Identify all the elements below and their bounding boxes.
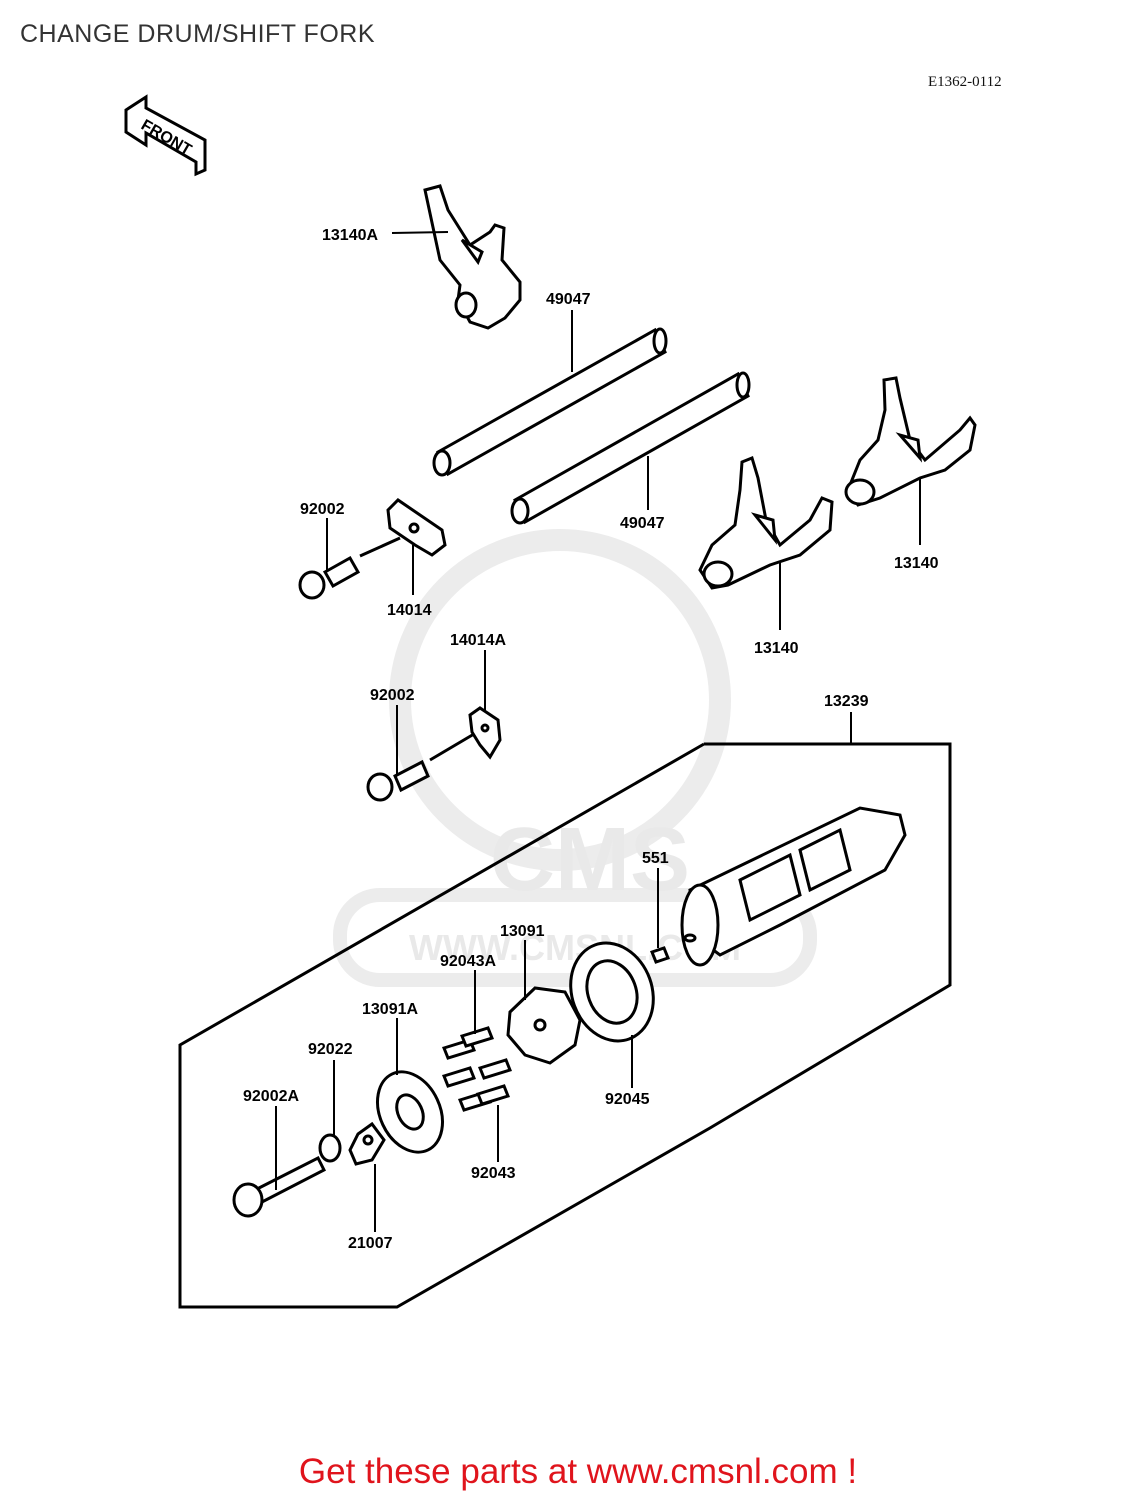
label-13140-left: 13140	[754, 640, 799, 657]
label-13140A: 13140A	[322, 227, 378, 244]
label-13140-right: 13140	[894, 555, 939, 572]
label-49047-bottom: 49047	[620, 515, 665, 532]
change-drum-13239	[680, 806, 907, 967]
leader-lines	[275, 231, 921, 1232]
shift-fork-13140-left	[698, 455, 834, 590]
diagram-id: E1362-0112	[928, 74, 1002, 90]
bolt-92002-lower	[366, 732, 475, 802]
shaft-49047-top	[432, 327, 668, 477]
label-92043A: 92043A	[440, 953, 496, 970]
collar-92022	[318, 1133, 342, 1163]
plate-14014A	[468, 706, 502, 760]
label-13091: 13091	[500, 923, 545, 940]
label-13239: 13239	[824, 693, 869, 710]
label-49047-top: 49047	[546, 291, 591, 308]
label-92043: 92043	[471, 1165, 516, 1182]
label-21007: 21007	[348, 1235, 393, 1252]
shift-fork-13140-right	[844, 376, 977, 507]
lever-21007	[348, 1121, 386, 1166]
label-13091A: 13091A	[362, 1001, 418, 1018]
page-title: CHANGE DRUM/SHIFT FORK	[20, 20, 375, 48]
plate-13091A	[376, 1070, 444, 1154]
bolt-92002A	[232, 1155, 327, 1218]
plate-14014	[386, 498, 447, 557]
label-551: 551	[642, 850, 669, 867]
label-92045: 92045	[605, 1091, 650, 1108]
promo-link[interactable]: Get these parts at www.cmsnl.com !	[298, 1452, 858, 1491]
pins-92043	[442, 1026, 512, 1112]
label-14014: 14014	[387, 602, 432, 619]
label-92022: 92022	[308, 1041, 353, 1058]
pin-551	[650, 946, 670, 964]
exploded-view-diagram: CMS WWW.CMSNL.COM FRONT	[124, 94, 977, 1309]
part-labels: 13140A 49047 49047 92002 14014 13140 131…	[243, 227, 939, 1252]
label-14014A: 14014A	[450, 632, 506, 649]
holder-13091	[506, 986, 582, 1065]
label-92002A: 92002A	[243, 1088, 299, 1105]
front-arrow: FRONT	[124, 94, 207, 177]
label-92002-lower: 92002	[370, 687, 415, 704]
watermark-brand: CMS	[490, 810, 690, 910]
drum-assembly-outline	[178, 742, 952, 1309]
shaft-49047-bottom	[510, 371, 751, 525]
front-arrow-icon	[124, 94, 207, 177]
watermark-ring	[389, 529, 731, 871]
label-92002-upper: 92002	[300, 501, 345, 518]
shift-fork-13140A	[423, 184, 522, 330]
bolt-92002-upper	[298, 536, 401, 600]
bearing-92045	[569, 941, 655, 1043]
